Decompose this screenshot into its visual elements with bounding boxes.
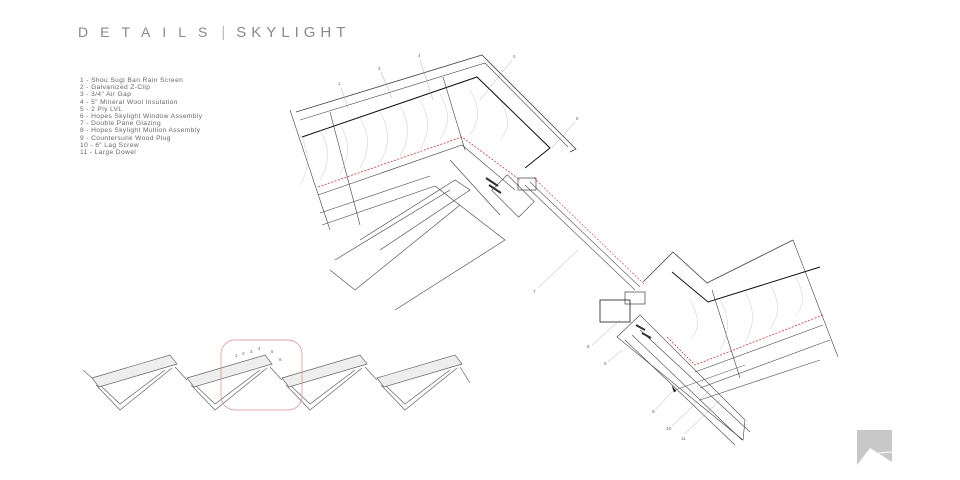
callout-label: 7	[533, 289, 536, 294]
callout-label: 6	[279, 357, 282, 362]
callout-label: 3	[250, 349, 253, 354]
legend-item: 11 - Large Dowel	[80, 149, 137, 157]
callout-label: 3	[378, 66, 381, 71]
title-separator: |	[221, 24, 231, 41]
legend-item: 5 - 2 Ply LVL	[80, 105, 123, 113]
roof-section-key	[82, 339, 471, 411]
callout-label: 5	[271, 349, 274, 354]
callout-label: 11	[681, 436, 686, 441]
legend-item: 4 - 5" Mineral Wool Insulation	[80, 98, 178, 106]
callout-label: 5	[604, 361, 607, 366]
callout-label: 6	[576, 116, 579, 121]
material-legend: 1 - Shou Sugi Ban Rain Screen 2 - Galvan…	[80, 77, 202, 156]
callout-label: 9	[652, 409, 655, 414]
lower-roof-assembly	[599, 239, 839, 446]
callout-label: 4	[418, 53, 421, 58]
sawtooth-unit	[186, 354, 273, 411]
detail-highlight-box	[220, 339, 303, 411]
legend-item: 6 - Hopes Skylight Window Assembly	[80, 113, 203, 121]
upper-roof-assembly	[289, 54, 577, 311]
legend-item: 9 - Countersunk Wood Plug	[80, 134, 171, 142]
sawtooth-unit	[91, 354, 178, 411]
callout-label: 4	[258, 346, 261, 351]
callout-label: 2	[242, 351, 245, 356]
legend-item: 2 - Galvanized Z-Clip	[80, 84, 151, 92]
legend-item: 3 - 3/4" Air Gap	[80, 91, 132, 99]
logo-mark	[857, 430, 893, 465]
sawtooth-unit	[376, 354, 463, 411]
callout-leaders	[340, 59, 721, 435]
title-secondary: SKYLIGHT	[236, 24, 351, 41]
callout-label: 8	[587, 344, 590, 349]
callout-label: 1	[338, 81, 341, 86]
title-primary: DETAILS	[78, 24, 220, 40]
elevation-callouts: 1 2 3 4 5 6	[235, 346, 282, 362]
callout-label: 1	[235, 353, 238, 358]
lower-callouts: 8 5 9 10 11	[587, 344, 686, 441]
legend-item: 8 - Hopes Skylight Mullion Assembly	[80, 127, 201, 135]
sawtooth-unit	[281, 354, 368, 411]
upper-callouts: 1 3 4 2 6 7	[338, 53, 579, 294]
legend-item: 7 - Double Pane Glazing	[80, 120, 162, 128]
callout-label: 10	[666, 426, 672, 431]
callout-label: 2	[513, 54, 516, 59]
legend-item: 1 - Shou Sugi Ban Rain Screen	[80, 77, 184, 84]
legend-item: 10 - 6" Lag Screw	[80, 141, 139, 149]
glazing	[524, 177, 646, 291]
page-title: DETAILS| SKYLIGHT	[78, 24, 350, 41]
